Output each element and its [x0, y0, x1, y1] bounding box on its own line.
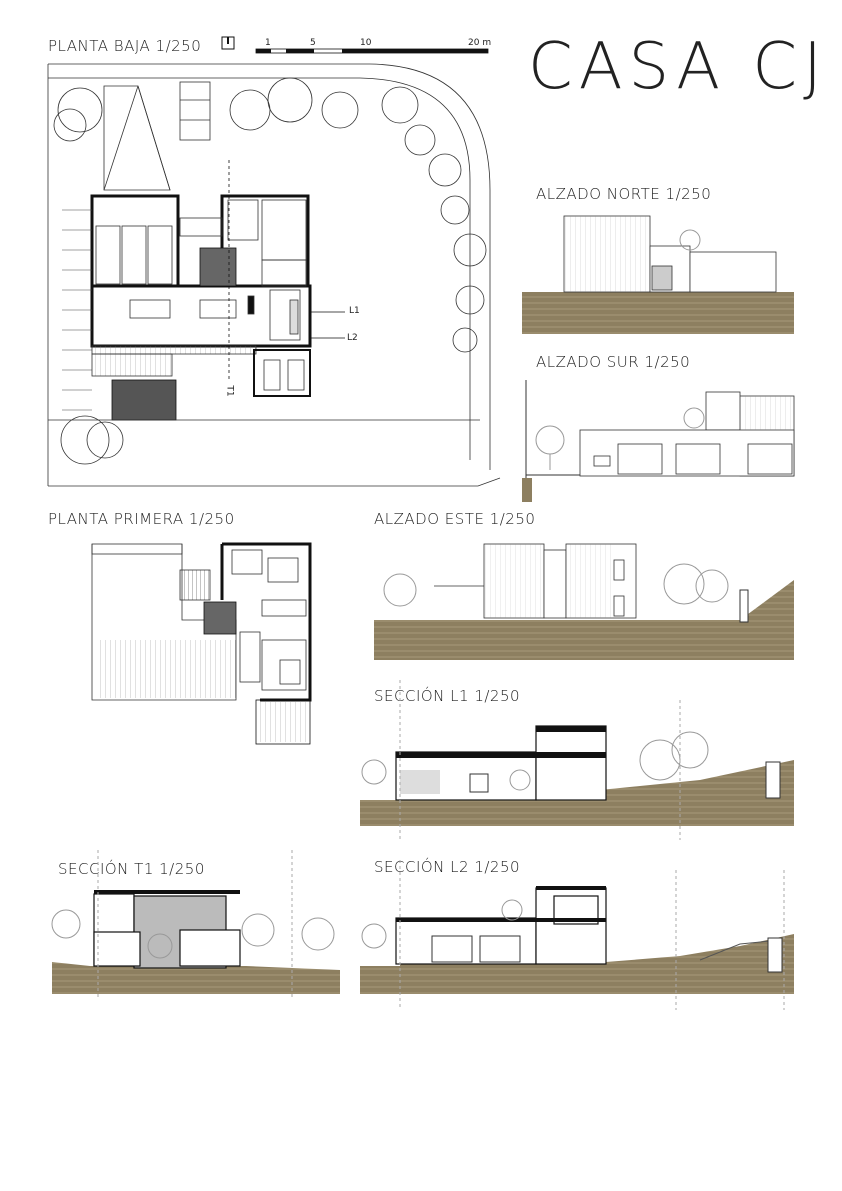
alzado-sur-title: ALZADO SUR 1/250 — [536, 353, 691, 371]
planta-baja-drawing — [47, 63, 501, 487]
seccion-l2-title: SECCIÓN L2 1/250 — [374, 858, 521, 876]
project-title: CASA CJ — [528, 30, 828, 104]
scalebar-tick-5: 5 — [310, 38, 316, 48]
alzado-este-title: ALZADO ESTE 1/250 — [374, 510, 536, 528]
section-mark-l2: L2 — [347, 333, 358, 343]
seccion-t1-drawing — [51, 850, 340, 1000]
planta-baja-title: PLANTA BAJA 1/250 — [48, 37, 202, 55]
section-mark-l1: L1 — [349, 306, 360, 316]
scalebar — [221, 36, 489, 54]
seccion-l2-drawing — [360, 860, 794, 1010]
seccion-l1-title: SECCIÓN L1 1/250 — [374, 687, 521, 705]
seccion-l1-drawing — [360, 680, 794, 840]
planta-primera-drawing — [91, 542, 312, 745]
seccion-t1-title: SECCIÓN T1 1/250 — [58, 860, 205, 878]
scalebar-tick-20: 20 m — [468, 38, 492, 48]
scalebar-tick-10: 10 — [360, 38, 372, 48]
alzado-norte-drawing — [522, 215, 794, 334]
alzado-sur-drawing — [522, 380, 795, 502]
planta-primera-title: PLANTA PRIMERA 1/250 — [48, 510, 235, 528]
scalebar-tick-1: 1 — [265, 38, 271, 48]
alzado-este-drawing — [374, 543, 794, 660]
alzado-norte-title: ALZADO NORTE 1/250 — [536, 185, 712, 203]
